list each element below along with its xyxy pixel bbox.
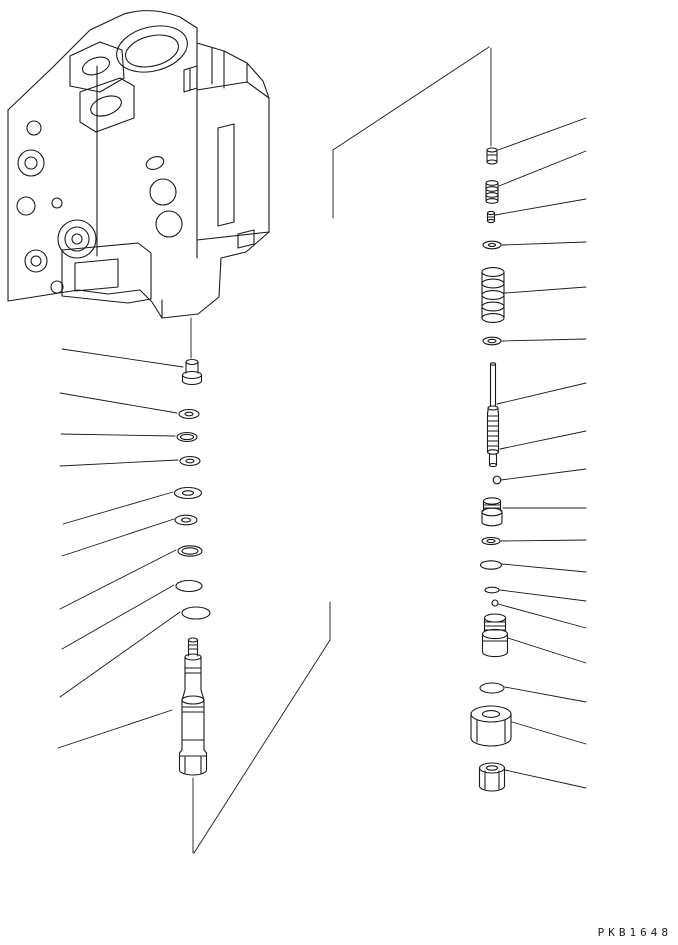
leader-line xyxy=(501,469,586,480)
port-hole xyxy=(27,121,41,135)
port-hole xyxy=(52,198,62,208)
leader-line xyxy=(62,585,174,649)
leader-line xyxy=(58,710,172,748)
leader-line xyxy=(501,540,586,541)
main-bore-inner xyxy=(72,234,82,244)
washer xyxy=(483,241,501,249)
boundary-diagonal-top xyxy=(333,47,489,150)
spring-seat xyxy=(487,148,497,164)
center-oval-port xyxy=(144,154,165,171)
spool-rod xyxy=(488,363,499,467)
leader-line xyxy=(495,199,586,215)
round-nut xyxy=(471,706,511,746)
leader-line xyxy=(505,687,586,702)
right-block-line xyxy=(197,82,269,98)
leader-line xyxy=(498,118,586,150)
boundary-lines xyxy=(191,47,491,853)
leader-line xyxy=(502,564,586,572)
o-ring xyxy=(485,587,499,593)
upper-lug-hole xyxy=(80,54,112,79)
relief-valve-cartridge xyxy=(180,638,207,775)
o-ring xyxy=(182,607,210,619)
leader-line xyxy=(505,770,586,788)
right-parts-column xyxy=(471,148,511,791)
main-bore-outer xyxy=(58,220,96,258)
leader-line xyxy=(60,393,177,413)
flag-detail xyxy=(184,66,197,92)
right-leader-lines xyxy=(495,118,586,788)
right-block-line xyxy=(197,232,269,240)
pin xyxy=(488,211,495,222)
port-hole xyxy=(31,256,41,266)
leader-line xyxy=(498,604,586,628)
main-bore-mid xyxy=(65,227,89,251)
small-spring xyxy=(486,181,498,204)
lower-lug xyxy=(80,78,134,132)
body-silhouette xyxy=(8,11,269,318)
bottom-bracket-slot xyxy=(75,259,118,291)
o-ring xyxy=(481,561,502,569)
right-block-slot xyxy=(218,124,234,226)
upper-lug xyxy=(70,42,124,92)
center-port xyxy=(150,179,176,205)
right-block-boss xyxy=(238,230,254,248)
fitting xyxy=(183,360,202,385)
o-ring xyxy=(480,683,504,693)
leader-line xyxy=(62,519,174,556)
retainer-ring xyxy=(178,546,202,556)
port-hole xyxy=(25,250,47,272)
hex-nut xyxy=(480,763,505,791)
bushing xyxy=(482,498,502,526)
leader-line xyxy=(499,151,586,186)
o-ring xyxy=(177,433,197,442)
washer xyxy=(482,537,500,544)
port-hole xyxy=(51,281,63,293)
leader-line xyxy=(512,722,586,744)
leader-line xyxy=(500,431,586,449)
leader-line xyxy=(62,349,183,367)
valve-body-housing xyxy=(8,11,269,318)
leader-line xyxy=(505,287,586,293)
leader-line xyxy=(502,339,586,341)
left-parts-column xyxy=(175,360,211,776)
lower-lug-hole xyxy=(88,92,124,120)
washer xyxy=(180,457,200,466)
top-bore-inner xyxy=(122,30,182,72)
washer xyxy=(175,488,202,499)
washer xyxy=(483,337,501,345)
center-port xyxy=(156,211,182,237)
leader-line xyxy=(60,460,178,466)
leader-line xyxy=(60,550,176,609)
port-hole xyxy=(17,197,35,215)
o-ring xyxy=(176,581,202,592)
bottom-bracket xyxy=(62,243,151,303)
threaded-plug xyxy=(483,614,508,657)
washer xyxy=(179,410,199,419)
washer xyxy=(175,515,197,525)
left-leader-lines xyxy=(58,349,183,748)
ball xyxy=(493,476,501,484)
leader-line xyxy=(497,383,586,404)
port-hole xyxy=(25,157,37,169)
leader-line xyxy=(500,590,586,601)
spring xyxy=(482,268,504,323)
boundary-diagonal-bottom xyxy=(194,640,330,853)
figure-code-label: PKB1648 xyxy=(597,926,672,939)
leader-line xyxy=(61,434,175,436)
leader-line xyxy=(63,492,173,524)
leader-line xyxy=(60,612,180,697)
port-hole xyxy=(18,150,44,176)
leader-line xyxy=(508,638,586,663)
top-bore-outer xyxy=(112,19,193,79)
ball xyxy=(492,600,498,606)
leader-line xyxy=(502,242,586,245)
